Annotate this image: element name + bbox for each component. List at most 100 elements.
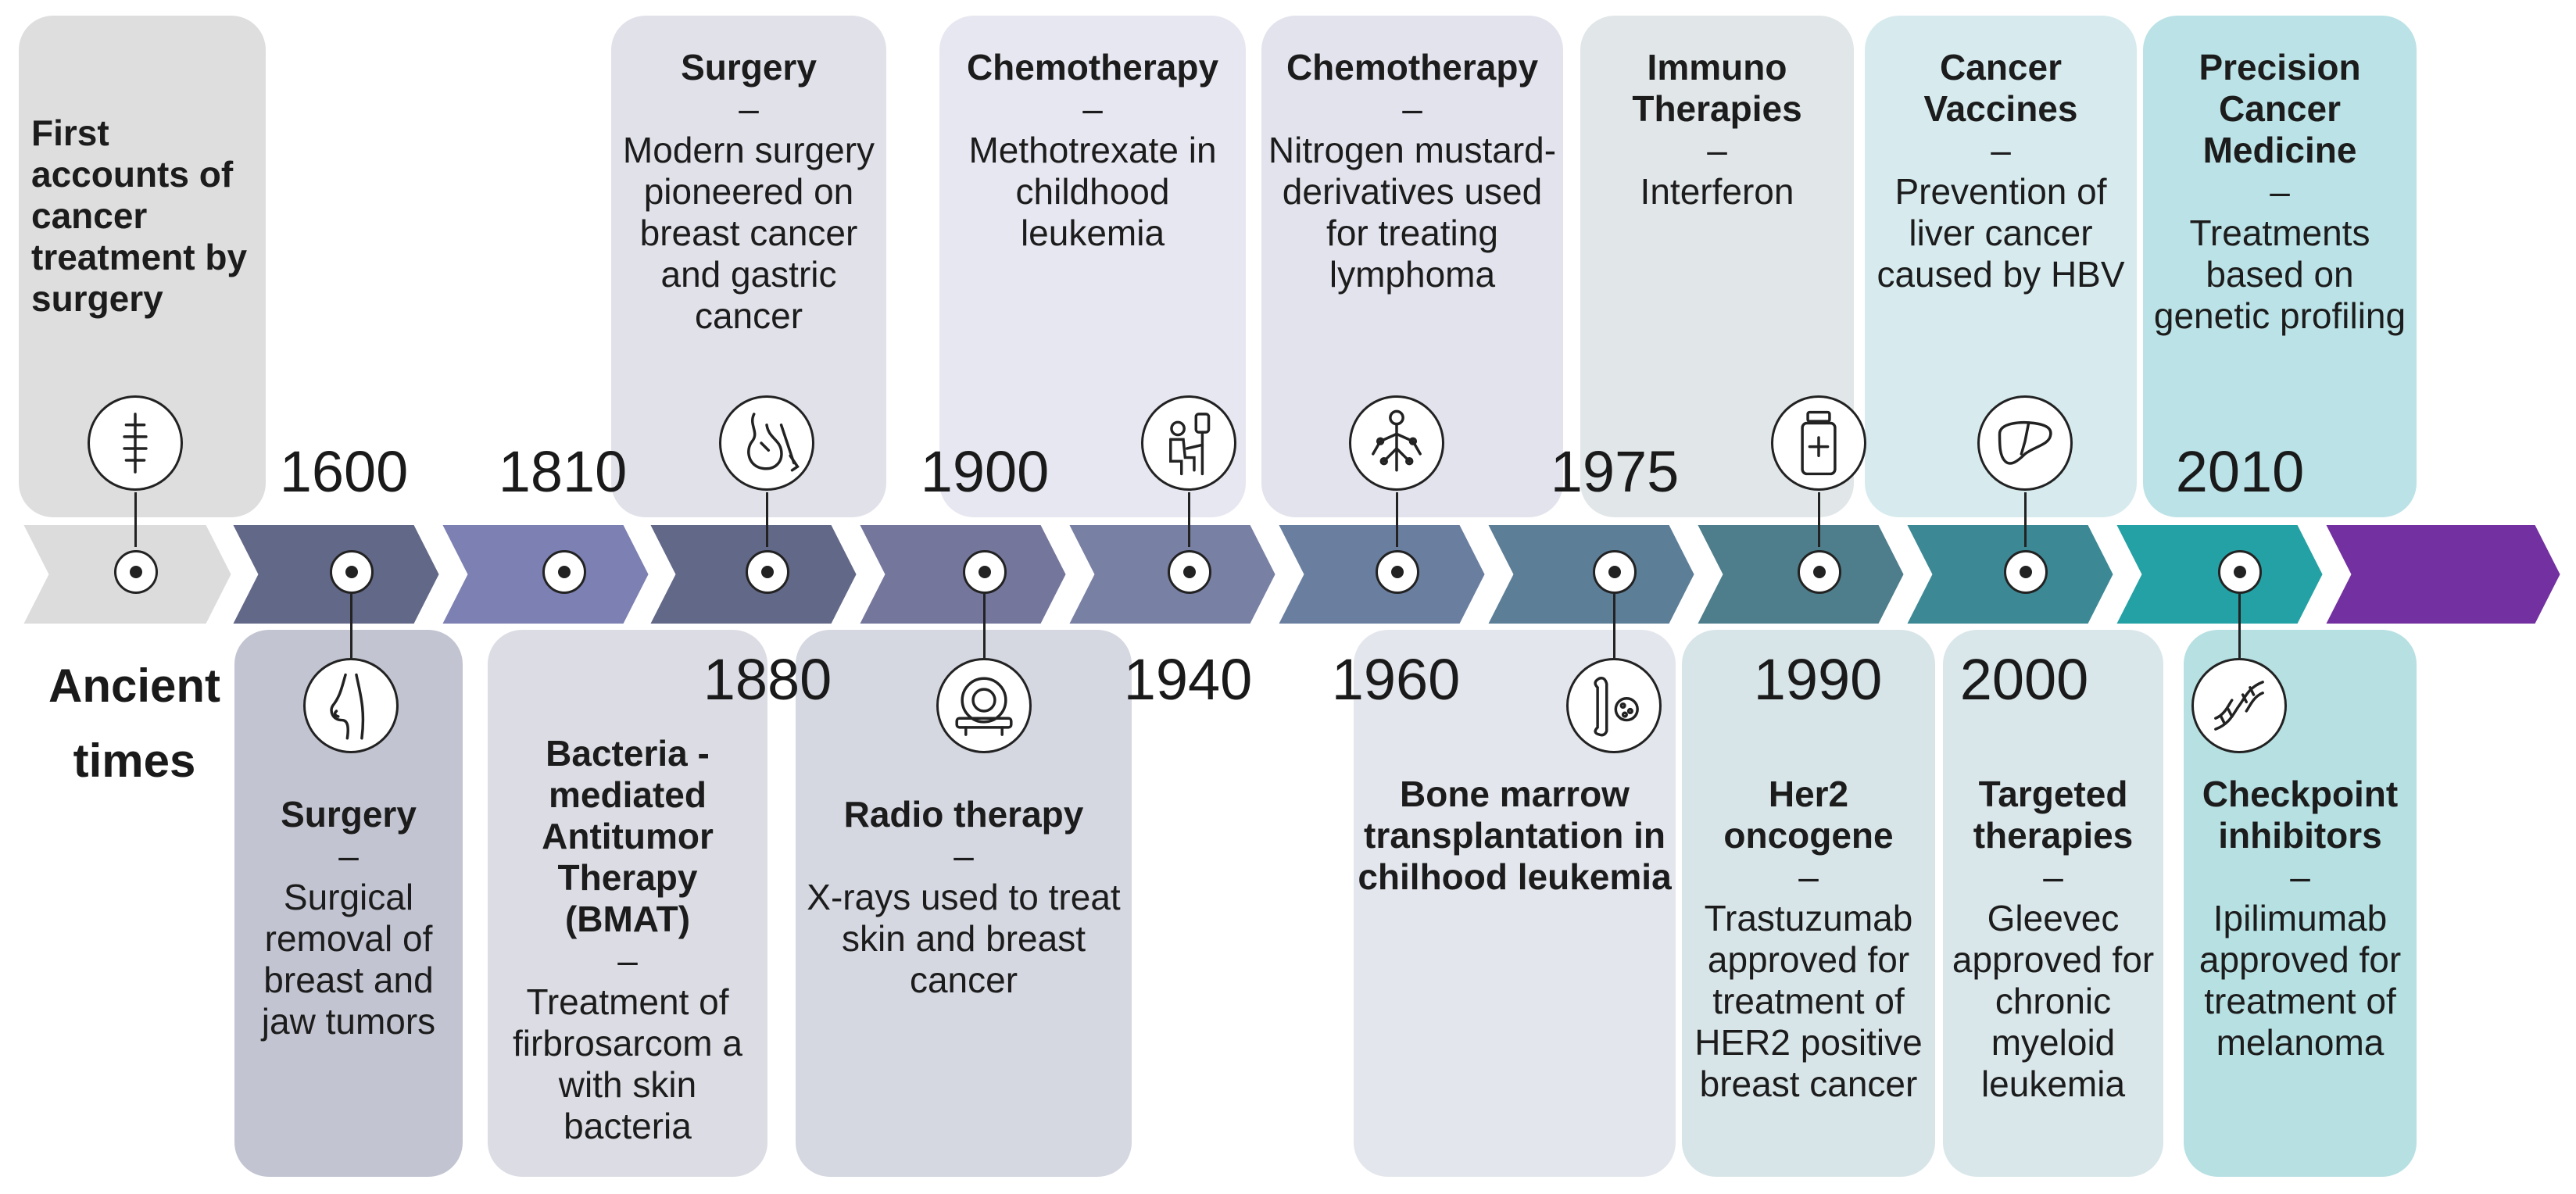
ct-scanner-icon <box>936 658 1032 753</box>
year-label-2010: 2010 <box>2175 439 2305 504</box>
stem-2010 <box>2238 594 2241 658</box>
timeline-chevron-segment <box>850 519 1073 630</box>
year-label-1940: 1940 <box>1123 647 1253 712</box>
event-body: Gleevec approved for chronic myeloid leu… <box>1952 898 2155 1104</box>
event-title: Surgery <box>681 47 817 88</box>
event-title: Checkpoint inhibitors <box>2202 774 2399 856</box>
timeline-node-1600 <box>330 550 374 594</box>
event-dash: – <box>1707 130 1727 170</box>
event-body: Prevention of liver cancer caused by HBV <box>1877 171 2125 295</box>
event-dash: – <box>953 835 974 876</box>
event-dash: – <box>617 940 638 981</box>
event-title: Bacteria - mediated Antitumor Therapy (B… <box>542 733 714 939</box>
stomach-surgery-icon <box>719 395 814 491</box>
event-title: First accounts of cancer treatment by su… <box>31 113 248 319</box>
event-dash: – <box>2270 171 2290 212</box>
bottom-card-1975-text: Bone marrow transplantation in chilhood … <box>1357 774 1673 898</box>
event-dash: – <box>739 88 759 129</box>
bottom-card-1900-text: Radio therapy – X-rays used to treat ski… <box>796 794 1132 1001</box>
event-title: Precision Cancer Medicine <box>2199 47 2361 170</box>
stem-ancient <box>134 492 137 547</box>
timeline-node-1990 <box>1798 550 1841 594</box>
timeline-node-1940 <box>1168 550 1211 594</box>
year-label-1810: 1810 <box>498 439 628 504</box>
stem-2000 <box>2024 492 2027 547</box>
bottom-card-2000 <box>1943 630 2163 1177</box>
bottom-card-1600-text: Surgery – Surgical removal of breast and… <box>234 794 463 1042</box>
event-title: Her2 oncogene <box>1723 774 1894 856</box>
breast-profile-icon <box>303 658 399 753</box>
year-label-1880: 1880 <box>703 647 832 712</box>
event-dash: – <box>2043 856 2063 897</box>
bottom-card-2010-text: Checkpoint inhibitors – Ipilimumab appro… <box>2184 774 2417 1064</box>
event-body: Treatments based on genetic profiling <box>2153 213 2406 336</box>
year-label-1600: 1600 <box>279 439 409 504</box>
timeline-node-2010 <box>2218 550 2262 594</box>
timeline-node-1960 <box>1376 550 1419 594</box>
event-body: Methotrexate in childhood leukemia <box>968 130 1217 253</box>
stem-1990 <box>1818 492 1820 547</box>
stem-1940 <box>1188 492 1190 547</box>
event-title: Targeted therapies <box>1973 774 2134 856</box>
event-title: Radio therapy <box>843 794 1084 835</box>
stem-1600 <box>350 594 352 658</box>
top-card-ancient-text: First accounts of cancer treatment by su… <box>31 113 258 320</box>
timeline-chevron-segment <box>2316 519 2567 630</box>
liver-icon <box>1977 395 2073 491</box>
top-card-1880-text: Surgery – Modern surgery pioneered on br… <box>611 47 886 337</box>
stem-1880 <box>766 492 768 547</box>
year-label-1975: 1975 <box>1550 439 1680 504</box>
event-body: Treatment of firbrosarcom a with skin ba… <box>513 981 742 1146</box>
event-body: X-rays used to treat skin and breast can… <box>807 877 1121 1000</box>
timeline-node-ancient <box>114 550 158 594</box>
top-card-1940-text: Chemotherapy – Methotrexate in childhood… <box>947 47 1238 254</box>
bone-marrow-icon <box>1566 658 1662 753</box>
event-body: Trastuzumab approved for treatment of HE… <box>1694 898 1923 1104</box>
iv-drip-patient-icon <box>1141 395 1236 491</box>
year-label-ancient: Ancient times <box>48 660 221 787</box>
stem-1975 <box>1613 594 1615 658</box>
event-dash: – <box>1991 130 2011 170</box>
bottom-card-1990-text: Her2 oncogene – Trastuzumab approved for… <box>1682 774 1935 1105</box>
timeline-node-1880 <box>746 550 789 594</box>
year-label-2000: 2000 <box>1959 647 2089 712</box>
top-card-1960-text: Chemotherapy – Nitrogen mustard-derivati… <box>1268 47 1557 295</box>
event-dash: – <box>2290 856 2310 897</box>
event-title: Bone marrow transplantation in chilhood … <box>1358 774 1672 897</box>
year-label-1990: 1990 <box>1753 647 1883 712</box>
event-title: Chemotherapy <box>966 47 1219 88</box>
stem-1900 <box>983 594 986 658</box>
bottom-card-1990 <box>1682 630 1935 1177</box>
event-dash: – <box>1402 88 1422 129</box>
top-card-1990-text: Immuno Therapies – Interferon <box>1580 47 1854 213</box>
event-title: Chemotherapy <box>1286 47 1539 88</box>
event-title: Surgery <box>281 794 417 835</box>
medicine-bottle-icon <box>1771 395 1866 491</box>
timeline-node-1810 <box>542 550 586 594</box>
lymph-nodes-icon <box>1349 395 1444 491</box>
event-body: Interferon <box>1640 171 1794 212</box>
timeline-node-1900 <box>963 550 1007 594</box>
event-body: Nitrogen mustard-derivatives used for tr… <box>1268 130 1557 295</box>
timeline-node-1975 <box>1593 550 1637 594</box>
event-title: Immuno Therapies <box>1632 47 1802 129</box>
top-card-2010 <box>2143 16 2417 517</box>
event-body: Ipilimumab approved for treatment of mel… <box>2199 898 2402 1063</box>
dna-icon <box>2191 658 2287 753</box>
event-dash: – <box>1798 856 1819 897</box>
event-dash: – <box>1082 88 1103 129</box>
bottom-card-2000-text: Targeted therapies – Gleevec approved fo… <box>1943 774 2163 1105</box>
year-label-1900: 1900 <box>920 439 1050 504</box>
event-body: Surgical removal of breast and jaw tumor… <box>261 877 436 1042</box>
suture-icon <box>88 395 183 491</box>
top-card-2000-text: Cancer Vaccines – Prevention of liver ca… <box>1868 47 2134 295</box>
event-title: Cancer Vaccines <box>1923 47 2078 129</box>
event-dash: – <box>338 835 359 876</box>
event-body: Modern surgery pioneered on breast cance… <box>622 130 875 336</box>
bottom-card-1810-text: Bacteria - mediated Antitumor Therapy (B… <box>496 733 760 1147</box>
year-label-1960: 1960 <box>1331 647 1461 712</box>
timeline-node-2000 <box>2004 550 2048 594</box>
stem-1960 <box>1396 492 1398 547</box>
